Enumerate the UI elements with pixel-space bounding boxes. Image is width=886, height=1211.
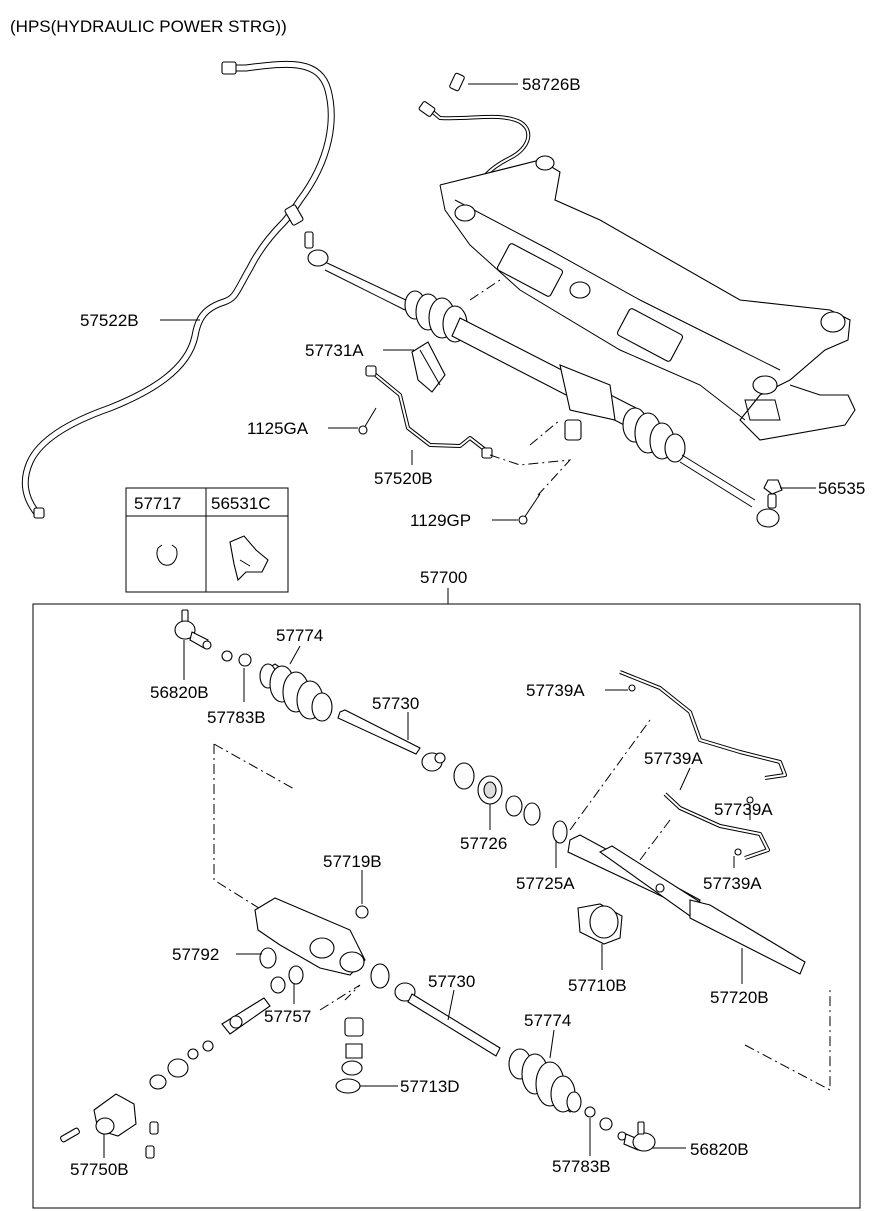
- seal-57792: [259, 947, 277, 969]
- label-57713d: 57713D: [400, 1077, 460, 1096]
- label-1125ga: 1125GA: [247, 419, 309, 438]
- diagram-title: (HPS(HYDRAULIC POWER STRG)): [10, 17, 287, 36]
- yoke-parts-57713d: [335, 1017, 364, 1094]
- seal-rings: [453, 762, 568, 844]
- label-57726: 57726: [460, 834, 507, 853]
- label-57730-upper: 57730: [372, 694, 419, 713]
- clip-icon: [229, 535, 269, 582]
- label-57719b: 57719B: [323, 852, 382, 871]
- tie-rod-end-lower: [617, 1121, 656, 1152]
- subframe: [439, 155, 856, 441]
- rack-57720b: [567, 834, 806, 975]
- label-57730-lower: 57730: [428, 972, 475, 991]
- nut-57783b-upper: [221, 650, 252, 667]
- label-1129gp: 1129GP: [410, 511, 471, 530]
- bolt-1129gp: [518, 493, 541, 525]
- upper-rack-assembly: [304, 231, 783, 528]
- ring-lower: [370, 963, 390, 989]
- boot-lower: [508, 1048, 582, 1113]
- snap-ring-icon: [156, 544, 178, 566]
- label-57792: 57792: [172, 945, 219, 964]
- nut-57783b-lower: [584, 1106, 613, 1131]
- label-57783b-upper: 57783B: [207, 708, 266, 727]
- boot-upper: [259, 663, 333, 722]
- gear-housing: [254, 897, 369, 976]
- pipe-57739a-lower: [663, 792, 770, 860]
- label-57520b: 57520B: [374, 469, 433, 488]
- label-56535: 56535: [818, 479, 865, 498]
- tie-rod-end-upper: [174, 609, 212, 650]
- pinion-shaft: [149, 997, 271, 1090]
- valve-housing-57750b: [60, 1093, 159, 1159]
- label-57720b: 57720B: [710, 988, 769, 1007]
- pressure-line: [418, 72, 531, 198]
- return-hose-57522b: [21, 60, 335, 519]
- label-57750b: 57750B: [70, 1160, 129, 1179]
- inner-tie-rod-upper: [337, 709, 446, 772]
- label-57739a-3: 57739A: [714, 800, 773, 819]
- inner-tie-rod-lower: [394, 982, 501, 1057]
- bolt-1125ga: [358, 407, 377, 435]
- label-57783b-lower: 57783B: [552, 1157, 611, 1176]
- pipe-57739a-upper: [619, 670, 787, 804]
- label-57700: 57700: [420, 568, 467, 587]
- label-57739a-4: 57739A: [703, 874, 762, 893]
- feed-line-57520b: [365, 365, 493, 459]
- label-57774-lower: 57774: [524, 1011, 571, 1030]
- label-57739a-2: 57739A: [644, 749, 703, 768]
- label-57522b: 57522B: [80, 311, 139, 330]
- label-57757: 57757: [264, 1007, 311, 1026]
- bracket-57731a: [411, 341, 446, 393]
- label-57774-upper: 57774: [276, 626, 323, 645]
- legend-box: 57717 56531C: [125, 487, 289, 593]
- assembly-box: [32, 603, 861, 1209]
- label-57739a-1: 57739A: [526, 681, 585, 700]
- bushing-57710b: [577, 903, 623, 945]
- legend-col-56531c: 56531C: [211, 494, 271, 513]
- label-56820b-upper: 56820B: [150, 683, 209, 702]
- legend-col-57717: 57717: [134, 494, 181, 513]
- label-57731a: 57731A: [305, 341, 364, 360]
- label-57725a: 57725A: [516, 874, 575, 893]
- rings-57757: [270, 965, 304, 994]
- label-56820b-lower: 56820B: [690, 1140, 749, 1159]
- label-58726b: 58726B: [522, 75, 581, 94]
- label-57710b: 57710B: [568, 976, 627, 995]
